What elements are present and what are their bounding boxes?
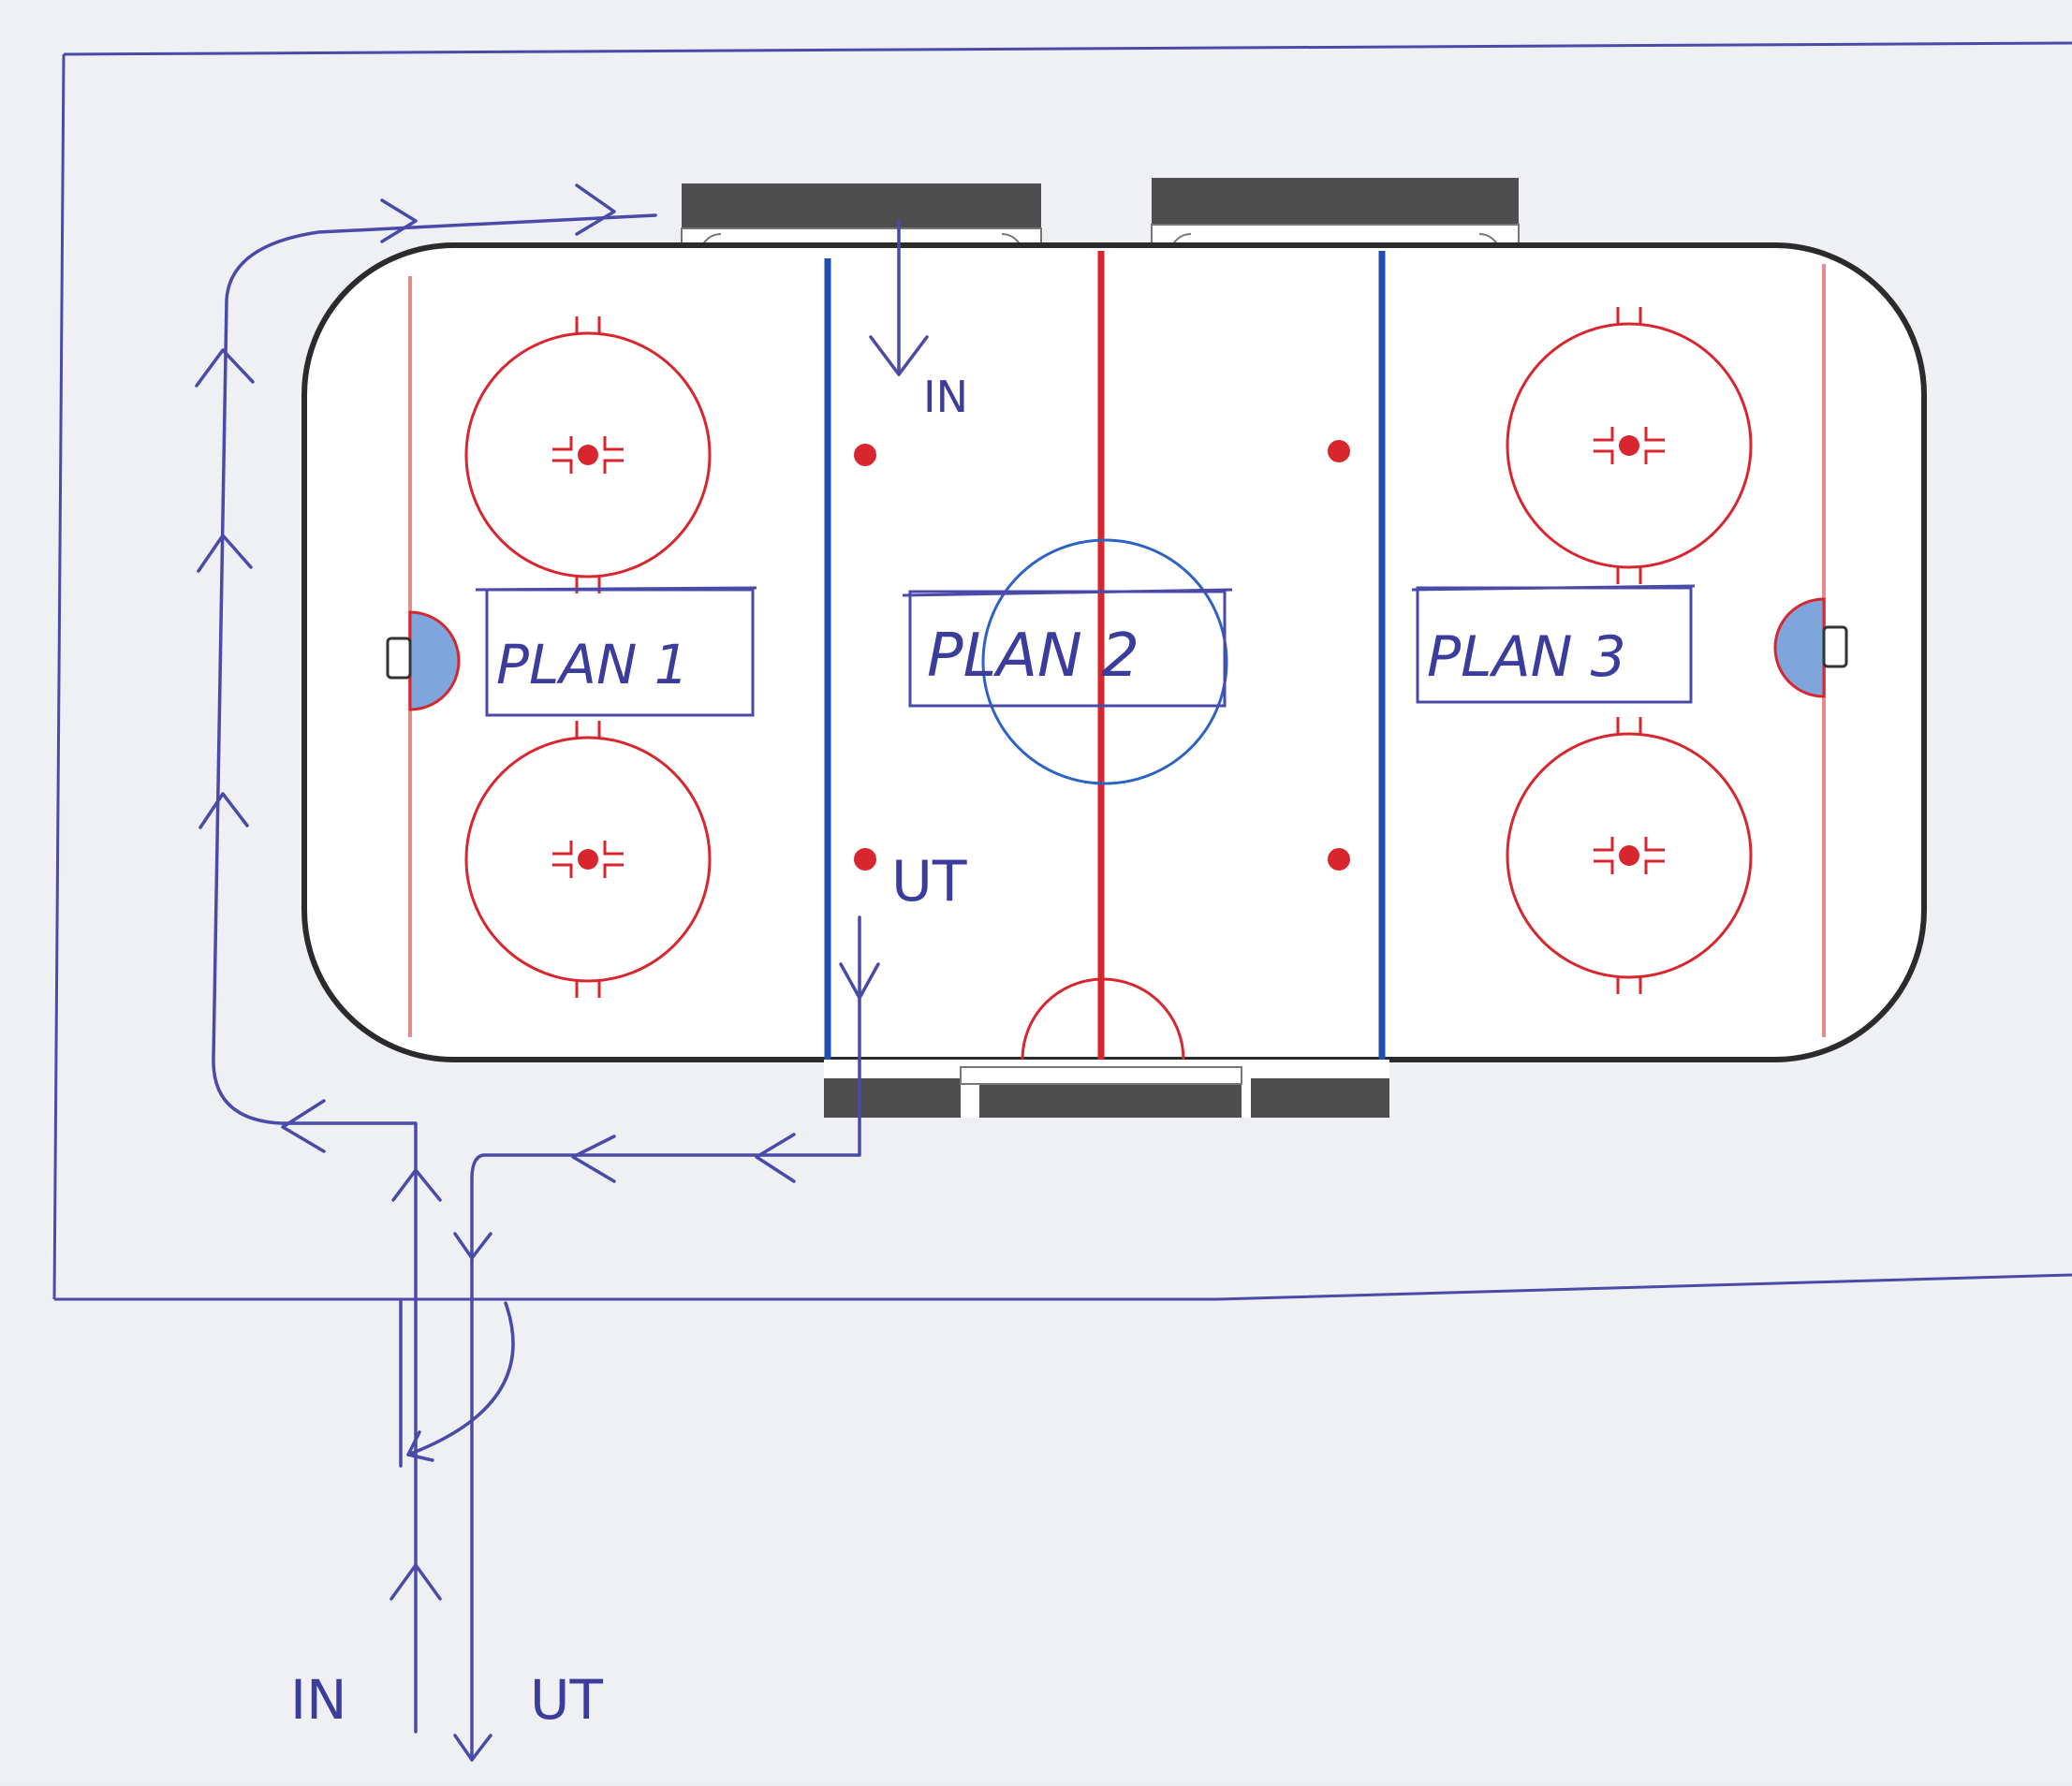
faceoff-l-mark (552, 436, 573, 451)
arrow-up-icon (195, 348, 255, 388)
goal-crease-right (1773, 597, 1848, 698)
goal-crease-left (386, 610, 461, 711)
marker-mid-ut: UT (891, 849, 967, 915)
faceoff-circle (1506, 307, 1753, 584)
faceoff-ring (464, 331, 712, 578)
arrow-down-icon (839, 962, 880, 1000)
faceoff-l-mark (1594, 837, 1614, 852)
faceoff-l-mark (1594, 427, 1614, 442)
faceoff-l-mark (1594, 859, 1614, 874)
faceoff-l-mark (552, 841, 573, 856)
turn-arc (406, 1301, 515, 1457)
arrow-down-icon (869, 335, 929, 376)
faceoff-l-mark (603, 436, 624, 451)
zone-label: PLAN 2 (927, 622, 1139, 691)
faceoff-circle (464, 316, 712, 593)
arrow-left-icon (571, 1135, 616, 1183)
entry-route (212, 213, 657, 1734)
arrow-right-icon (575, 183, 616, 236)
arrow-up-icon (197, 534, 253, 573)
faceoff-dot (578, 445, 598, 465)
marker-top-in: IN (923, 372, 968, 422)
faceoff-l-mark (552, 459, 573, 474)
faceoff-l-mark (1644, 449, 1665, 464)
zone-label: PLAN 3 (1427, 624, 1626, 690)
referee-crease (1021, 977, 1185, 1061)
zone-plan-3: PLAN 3 (1411, 584, 1696, 704)
arrow-up-icon (389, 1563, 442, 1601)
arrow-right-icon (380, 198, 418, 243)
outer-frame (63, 41, 2072, 56)
faceoff-dot (1619, 845, 1639, 866)
bench-bottom (824, 1060, 1389, 1118)
faceoff-l-mark (1644, 427, 1665, 442)
faceoff-l-mark (552, 863, 573, 878)
arrow-head-turn (406, 1430, 434, 1462)
arrow-left-icon (281, 1099, 326, 1153)
outer-frame-bottom (54, 1273, 2072, 1301)
faceoff-dot (1619, 435, 1639, 456)
center-circle (981, 538, 1228, 785)
neutral-dot (854, 444, 876, 466)
arrow-up-icon (198, 792, 249, 829)
zone-plan-1: PLAN 1 (475, 586, 757, 717)
faceoff-circles (464, 307, 1753, 998)
exit-route (470, 915, 861, 1762)
flow-paths (212, 213, 901, 1762)
neutral-dot (854, 848, 876, 871)
neutral-dot (1328, 848, 1350, 871)
arrow-up-icon (391, 1168, 442, 1202)
arrow-down-icon (453, 1734, 492, 1762)
arrowheads (195, 183, 929, 1762)
outer-frame-left (52, 53, 66, 1300)
faceoff-l-mark (603, 459, 624, 474)
faceoff-dot (578, 849, 598, 870)
faceoff-ring (464, 736, 712, 983)
zone-label: PLAN 1 (496, 633, 689, 696)
marker-bottom-ut: UT (530, 1668, 603, 1732)
faceoff-l-mark (1644, 837, 1665, 852)
faceoff-ring (1506, 322, 1753, 569)
arrow-down-icon (453, 1232, 492, 1260)
faceoff-ring (1506, 732, 1753, 979)
zone-plan-2: PLAN 2 (902, 588, 1233, 708)
faceoff-circle (464, 721, 712, 998)
neutral-dot (1328, 440, 1350, 462)
faceoff-l-mark (1644, 859, 1665, 874)
faceoff-l-mark (1594, 449, 1614, 464)
faceoff-circle (1506, 717, 1753, 994)
marker-bottom-in: IN (290, 1668, 347, 1732)
arrow-left-icon (755, 1133, 796, 1183)
faceoff-l-mark (603, 841, 624, 856)
faceoff-l-mark (603, 863, 624, 878)
